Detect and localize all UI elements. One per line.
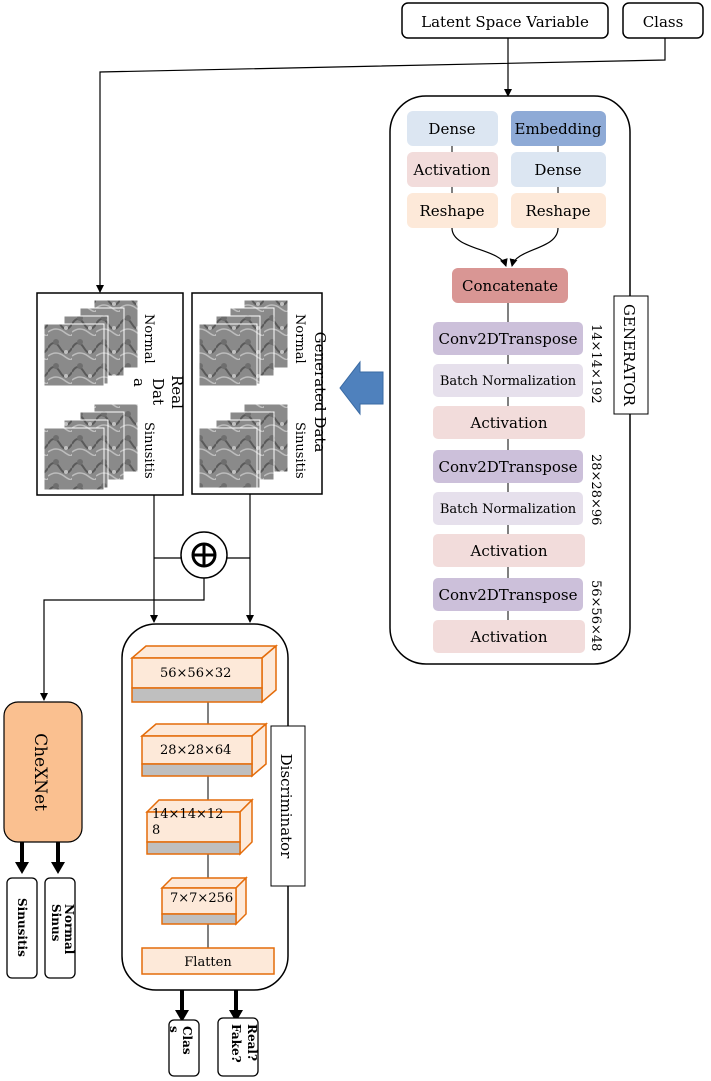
real-normal-xray [43, 323, 105, 387]
generated-data-panel: Normal Sinusitis Generated Data [191, 292, 329, 495]
disc-layer-4 [161, 887, 237, 915]
reshape-right-label: Reshape [526, 202, 591, 220]
disc-realfake-line2: Fake? [229, 1024, 243, 1063]
latent-space-label: Latent Space Variable [421, 13, 589, 31]
batchnorm-1 [433, 364, 583, 397]
activation-2 [433, 534, 585, 567]
class-to-real-data-arrow [96, 38, 666, 293]
generated-data-title: Generated Data [311, 332, 329, 453]
disc-class-line2: s [167, 1026, 181, 1033]
real-title-line2: Dat [149, 378, 167, 405]
disc-class-output: Clas s [167, 1019, 200, 1077]
real-title-line1: Real [168, 375, 186, 409]
latent-space-input: Latent Space Variable [401, 2, 609, 39]
dense-right-label: Dense [534, 161, 581, 179]
real-normal-label: Normal [141, 314, 156, 364]
shape-label-14: 14×14×192 [588, 324, 603, 404]
disc-class-line1: Clas [180, 1026, 194, 1055]
generated-sinusitis-label: Sinusitis [292, 422, 307, 479]
conv2dtranspose-2-label: Conv2DTranspose [439, 458, 578, 476]
right-branch-merge-arrow [509, 227, 559, 267]
conv2dtranspose-1-label: Conv2DTranspose [439, 330, 578, 348]
batchnorm-2-label: Batch Normalization [440, 502, 577, 517]
batchnorm-1-label: Batch Normalization [440, 374, 577, 389]
activation-1-label: Activation [470, 414, 548, 432]
combine-to-chexnet-arrow [40, 578, 205, 701]
shape-label-56: 56×56×48 [588, 580, 603, 651]
disc-realfake-line1: Real? [245, 1024, 259, 1061]
conv2dtranspose-1 [433, 322, 583, 355]
disc-layer-2-label: 28×28×64 [160, 743, 231, 758]
activation-3-label: Activation [470, 628, 548, 646]
conv2dtranspose-2 [433, 450, 583, 483]
disc-layer-4-label: 7×7×256 [170, 891, 233, 906]
activation-1 [433, 406, 585, 439]
chexnet-normal-line1: Normal [62, 904, 76, 955]
disc-layer-1-label: 56×56×32 [160, 666, 231, 681]
real-sinusitis-label: Sinusitis [141, 422, 156, 479]
chexnet-sinusitis-output: Sinusitis [6, 877, 38, 979]
reshape-left-label: Reshape [420, 202, 485, 220]
chexnet-title: CheXNet [30, 733, 50, 811]
left-branch-merge-arrow [451, 227, 508, 267]
combine-node [180, 531, 228, 579]
activation-2-label: Activation [470, 542, 548, 560]
class-input: Class [622, 2, 704, 39]
conv2dtranspose-3 [433, 578, 583, 611]
real-data-panel: Normal Sinusitis Real Dat a [36, 292, 186, 496]
activation-block-left [407, 152, 498, 187]
embedding-label: Embedding [515, 120, 602, 138]
generator-title: GENERATOR [620, 304, 638, 407]
chexnet-sinusitis-label: Sinusitis [15, 898, 29, 957]
discriminator-panel: 56×56×32 28×28×64 14×14×12 8 7×7×256 Fla… [121, 623, 306, 991]
batchnorm-2 [433, 492, 583, 525]
disc-layer-1 [131, 657, 263, 689]
concatenate-label: Concatenate [462, 277, 558, 295]
reshape-block-left [407, 193, 498, 228]
generated-sinusitis-xray [198, 427, 258, 489]
disc-layer-3 [146, 811, 241, 843]
disc-layer-2 [141, 735, 253, 765]
chexnet-normal-line2: Sinus [49, 904, 63, 942]
class-label: Class [643, 13, 684, 31]
disc-layer-3-label: 14×14×12 [152, 807, 223, 822]
generator-panel: Dense Activation Reshape Embedding Dense… [389, 95, 649, 665]
generator-to-data-arrow [339, 360, 384, 416]
real-sinusitis-xray [43, 427, 105, 491]
discriminator-title: Discriminator [277, 754, 295, 860]
dense-block-left [407, 111, 498, 146]
reshape-block-right [511, 193, 606, 228]
generated-normal-xray [198, 323, 258, 387]
dense-block-right [511, 152, 606, 187]
concatenate-block [452, 268, 568, 303]
generated-normal-label: Normal [292, 314, 307, 364]
chexnet-block: CheXNet [3, 701, 83, 843]
chexnet-normal-output: Normal Sinus [44, 877, 76, 979]
disc-flatten [141, 947, 275, 975]
conv2dtranspose-3-label: Conv2DTranspose [439, 586, 578, 604]
real-title-line3: a [130, 378, 148, 387]
shape-label-28: 28×28×96 [588, 454, 603, 525]
activation-3 [433, 620, 585, 653]
disc-realfake-output: Real? Fake? [217, 1017, 259, 1077]
dense-left-label: Dense [428, 120, 475, 138]
embedding-block [511, 111, 606, 146]
activation-left-label: Activation [413, 161, 491, 179]
disc-layer-3-wrap: 8 [152, 823, 160, 838]
disc-flatten-label: Flatten [184, 955, 232, 970]
